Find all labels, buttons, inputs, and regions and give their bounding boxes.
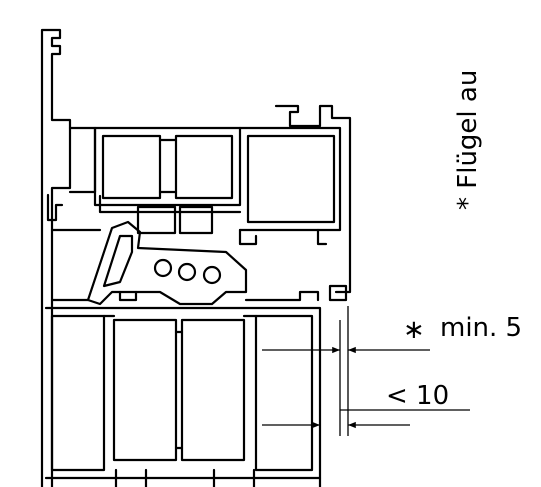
- dimension-lines: [262, 306, 470, 436]
- sash-upper-chambers: [68, 104, 352, 294]
- rotated-note-label: * Flügel au: [453, 70, 483, 210]
- limit-note-label: < 10: [386, 381, 449, 411]
- drain-hole-1: [153, 258, 173, 278]
- mid-rails: [50, 228, 348, 302]
- outer-frame-rail: [40, 28, 72, 487]
- drain-hole-2: [177, 262, 197, 282]
- min-note-label: min. 5: [440, 313, 522, 343]
- min-note-star: ∗: [403, 315, 425, 345]
- mid-double-chamber: [98, 194, 242, 235]
- sash-lower-chambers: [44, 306, 322, 487]
- drain-hole-3: [202, 265, 222, 285]
- gasket-wedge: [86, 220, 248, 306]
